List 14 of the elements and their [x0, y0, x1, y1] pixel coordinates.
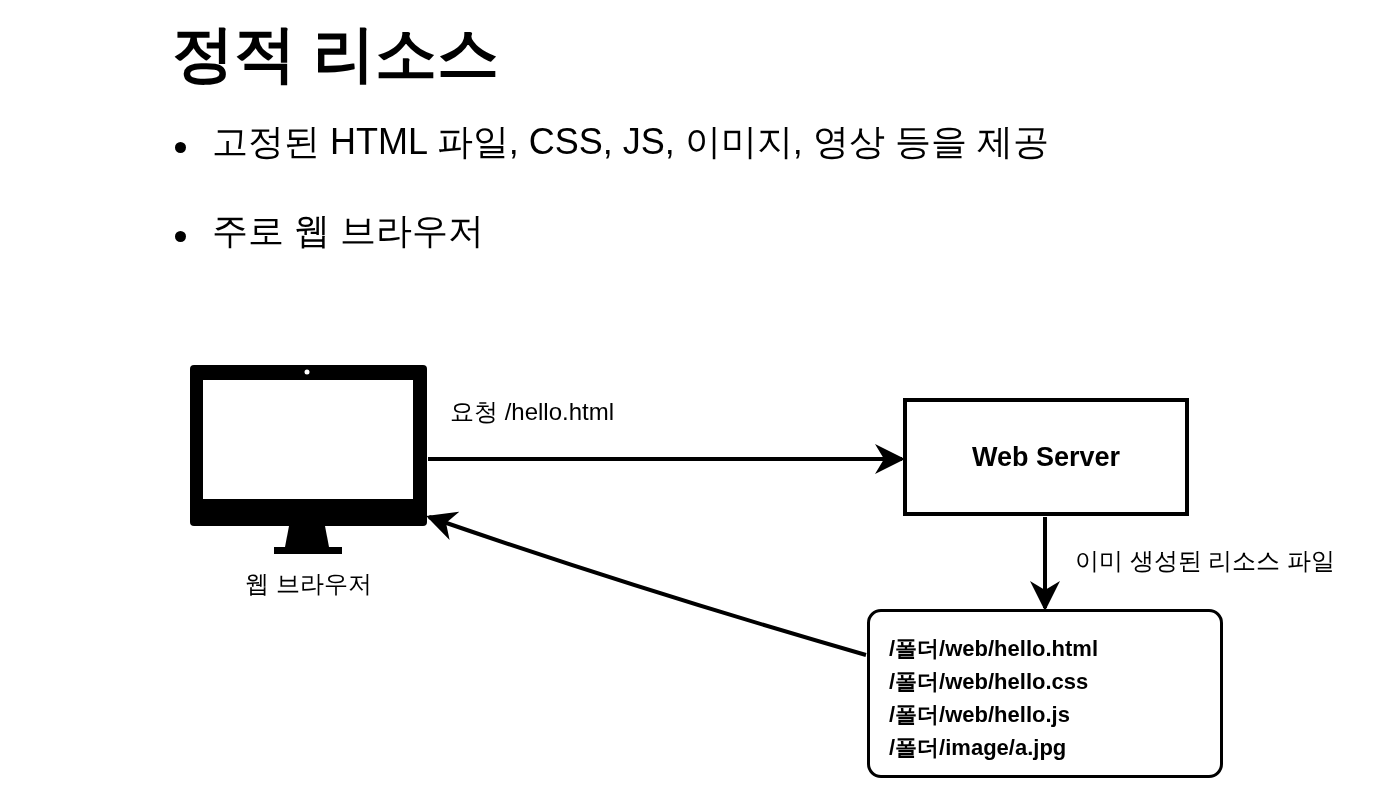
arrow — [1030, 517, 1060, 611]
file-path: /폴더/web/hello.html — [889, 635, 1099, 663]
arrow — [428, 444, 905, 474]
title: 정적 리소스 — [172, 18, 500, 90]
arrow — [426, 511, 867, 657]
server-box — [903, 398, 1189, 516]
file-list-box — [867, 609, 1223, 778]
file-path: /폴더/image/a.jpg — [889, 734, 1068, 762]
bullet-text: 주로 웹 브라우저 — [212, 209, 484, 253]
box-label: Web Server — [971, 441, 1121, 473]
monitor-drawing — [190, 365, 427, 554]
file-path: /폴더/web/hello.js — [889, 701, 1071, 729]
bullet-text: 고정된 HTML 파일, CSS, JS, 이미지, 영상 등을 제공 — [212, 120, 1049, 164]
file-path: /폴더/web/hello.css — [889, 668, 1090, 696]
